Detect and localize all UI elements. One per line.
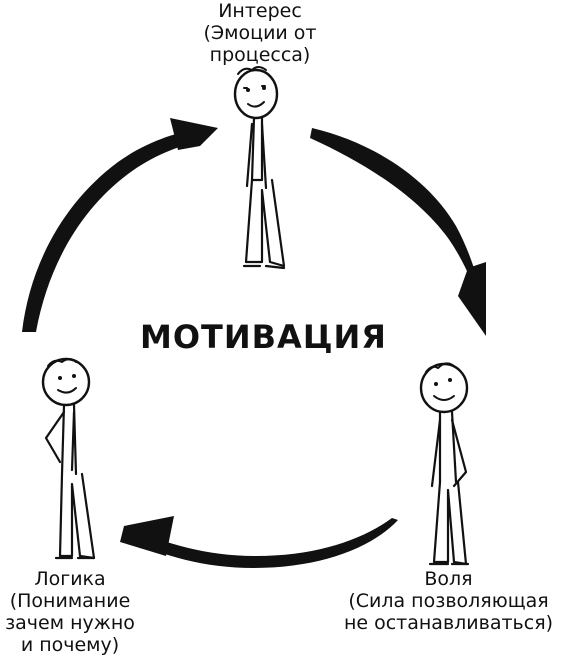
stick-figure-interest bbox=[233, 66, 286, 270]
label-will: Воля (Сила позволяющая не останавливатьс… bbox=[343, 568, 554, 634]
stick-figure-will bbox=[419, 362, 470, 566]
arrow-logic-to-interest bbox=[22, 118, 218, 332]
label-logic: Логика (Понимание зачем нужно и почему) bbox=[5, 568, 135, 656]
diagram-title: МОТИВАЦИЯ bbox=[140, 318, 387, 356]
arrow-will-to-logic bbox=[120, 516, 398, 568]
label-interest: Интерес (Эмоции от процесса) bbox=[203, 0, 317, 66]
stick-figure-logic bbox=[41, 357, 96, 560]
arrow-interest-to-will bbox=[310, 128, 486, 336]
